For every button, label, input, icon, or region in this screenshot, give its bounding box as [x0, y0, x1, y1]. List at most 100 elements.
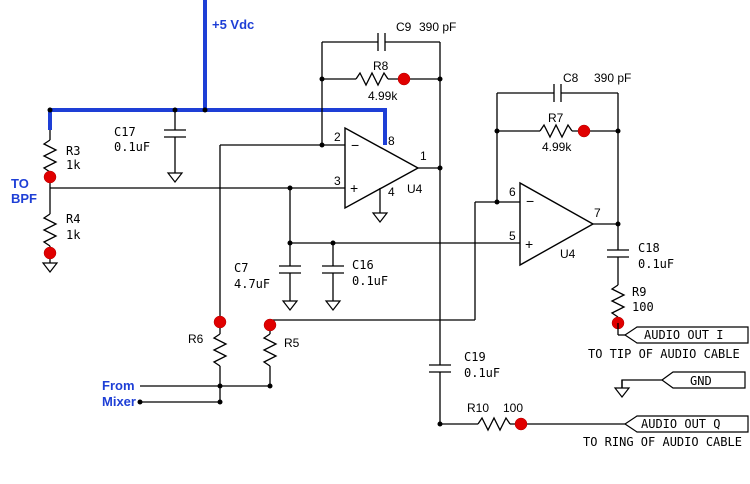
c18-capacitor	[607, 224, 629, 285]
junction-dot	[217, 399, 223, 405]
junction-dots	[47, 76, 621, 427]
audio-out-i-connector	[623, 326, 749, 344]
c17-ground-icon	[167, 164, 183, 183]
gnd-connector	[660, 371, 746, 389]
audio-out-i-note: TO TIP OF AUDIO CABLE	[588, 347, 740, 361]
junction-dot	[137, 399, 143, 405]
audio-out-i-label: AUDIO OUT I	[644, 328, 723, 342]
c16-value: 0.1uF	[352, 274, 388, 288]
junction-dot	[202, 107, 208, 113]
r8-resistor	[322, 71, 440, 87]
c16-ground-icon	[325, 292, 341, 311]
audio-out-q-label: AUDIO OUT Q	[641, 417, 720, 431]
u4a-pin1: 1	[420, 149, 427, 163]
c7-value: 4.7uF	[234, 277, 270, 291]
junction-dot	[319, 142, 325, 148]
c8-value: 390 pF	[594, 71, 631, 85]
r5-ref: R5	[284, 336, 300, 350]
r3-value: 1k	[66, 158, 81, 172]
gnd-label: GND	[690, 374, 712, 388]
r7-test-point	[577, 124, 591, 138]
supply-label: +5 Vdc	[212, 17, 254, 32]
c19-ref: C19	[464, 350, 486, 364]
c19-value: 0.1uF	[464, 366, 500, 380]
c18-value: 0.1uF	[638, 257, 674, 271]
r6-ref: R6	[188, 332, 204, 346]
r6-resistor	[212, 328, 228, 402]
junction-dot	[172, 107, 178, 113]
r7-ref: R7	[548, 111, 564, 125]
r3-ref: R3	[66, 144, 80, 158]
u4a-pin3: 3	[334, 174, 341, 188]
junction-dot	[267, 383, 273, 389]
c19-capacitor	[429, 364, 451, 424]
r4-test-point	[43, 246, 57, 260]
u4b-opamp	[519, 181, 595, 267]
c7-capacitor	[279, 243, 301, 293]
r4-value: 1k	[66, 228, 81, 242]
r10-resistor	[440, 416, 625, 432]
r10-value: 100	[503, 401, 523, 415]
u4a-minus: −	[351, 137, 359, 153]
c8-capacitor	[497, 84, 618, 102]
junction-dot	[615, 221, 621, 227]
junction-dot	[437, 76, 443, 82]
r9-value: 100	[632, 300, 654, 314]
junction-dot	[437, 165, 443, 171]
c9-capacitor	[322, 33, 440, 51]
junction-dot	[494, 128, 500, 134]
u4b-pin6: 6	[509, 185, 516, 199]
u4a-opamp	[344, 126, 420, 210]
mixer-label-1: From	[102, 378, 135, 393]
u4a-name: U4	[407, 182, 423, 196]
audio-out-q-connector	[623, 415, 749, 433]
junction-dot	[217, 383, 223, 389]
junction-dot	[319, 76, 325, 82]
bpf-label-1: TO	[11, 176, 29, 191]
r4-ref: R4	[66, 212, 80, 226]
r10-ref: R10	[467, 401, 489, 415]
gnd-connector-ground-icon	[614, 379, 630, 398]
u4b-pin7: 7	[594, 206, 601, 220]
r7-resistor	[497, 123, 618, 139]
r5-test-point	[263, 318, 277, 332]
u4a-plus: +	[350, 180, 358, 196]
u4a-pin8: 8	[388, 134, 395, 148]
mixer-label-2: Mixer	[102, 394, 136, 409]
junction-dot	[437, 421, 443, 427]
c18-ref: C18	[638, 241, 660, 255]
c17-ref: C17	[114, 125, 136, 139]
c7-ground-icon	[282, 292, 298, 311]
bpf-label-2: BPF	[11, 191, 37, 206]
u4b-pin5: 5	[509, 229, 516, 243]
r7-value: 4.99k	[542, 140, 572, 154]
r8-ref: R8	[373, 59, 389, 73]
r8-value: 4.99k	[368, 89, 398, 103]
c9-ref: C9	[396, 20, 412, 34]
r9-resistor	[610, 284, 626, 318]
junction-dot	[494, 199, 500, 205]
r3-resistor	[42, 130, 58, 176]
r9-ref: R9	[632, 285, 646, 299]
junction-dot	[287, 240, 293, 246]
u4a-pin2: 2	[334, 130, 341, 144]
u4b-plus: +	[525, 236, 533, 252]
c7-ref: C7	[234, 261, 248, 275]
c17-value: 0.1uF	[114, 140, 150, 154]
c17-capacitor	[164, 110, 186, 165]
bpf-node-test-point	[43, 170, 57, 184]
c8-ref: C8	[563, 71, 579, 85]
u4a-pin4: 4	[388, 185, 395, 199]
u4b-minus: −	[526, 193, 534, 209]
junction-dot	[615, 128, 621, 134]
junction-dot	[287, 185, 293, 191]
junction-dot	[47, 107, 53, 113]
junction-dot	[330, 240, 336, 246]
c16-ref: C16	[352, 258, 374, 272]
r10-test-point	[514, 417, 528, 431]
r8-test-point	[397, 72, 411, 86]
c16-capacitor	[322, 243, 344, 293]
r5-resistor	[262, 331, 278, 386]
audio-out-q-note: TO RING OF AUDIO CABLE	[583, 435, 742, 449]
